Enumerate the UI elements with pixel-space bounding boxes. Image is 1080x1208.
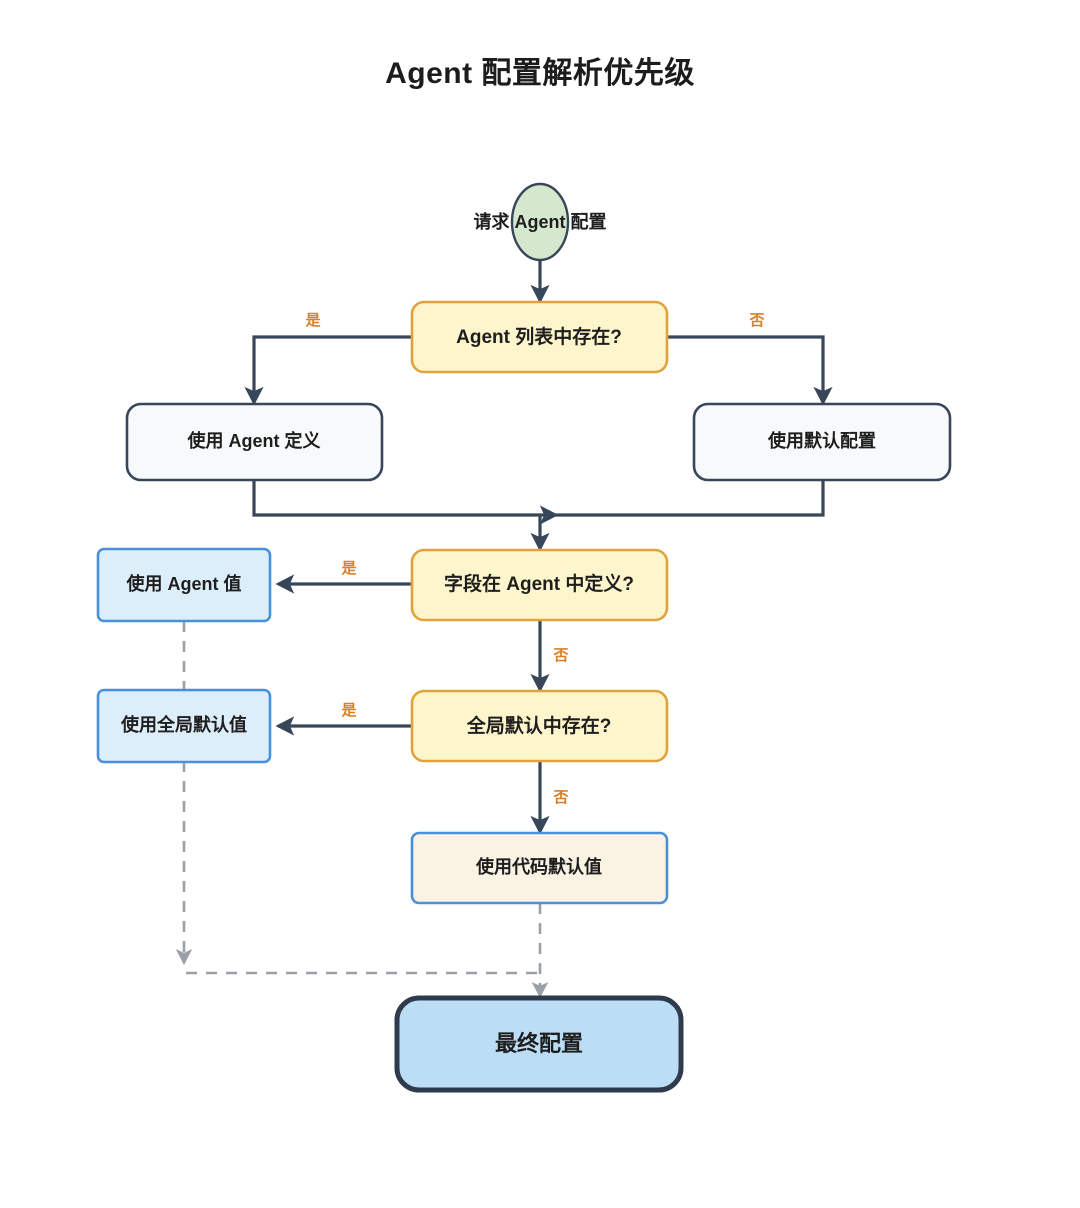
edge-label-layer: 是 否 是 否 是 否: [304, 312, 764, 806]
node-use-default-cfg[interactable]: 使用默认配置: [692, 402, 952, 482]
use-agent-value-shape: [96, 547, 272, 623]
node-decision-global-default-label: 全局默认中存在?: [466, 714, 612, 737]
node-decision-field-in-agent-label: 字段在 Agent 中定义?: [444, 572, 634, 595]
edge-layer: [175, 259, 833, 999]
decision-field-in-agent-shape: [410, 548, 669, 622]
edge-label-no-field-in-agent: 否: [552, 647, 568, 664]
node-use-agent-def[interactable]: 使用 Agent 定义: [125, 402, 384, 482]
node-use-global-default[interactable]: 使用全局默认值: [96, 688, 272, 764]
node-use-agent-value[interactable]: 使用 Agent 值: [96, 547, 272, 623]
final-config-shape: [394, 995, 684, 1093]
edge-label-yes-global-default: 是: [340, 702, 357, 719]
edge-label-yes-agent-list: 是: [304, 312, 321, 329]
decision-global-default-shape: [410, 689, 669, 763]
node-use-agent-def-label: 使用 Agent 定义: [187, 430, 321, 451]
start-ellipse-shape: [510, 182, 570, 262]
node-use-code-default-label: 使用代码默认值: [475, 856, 602, 877]
node-use-default-cfg-label: 使用默认配置: [767, 430, 876, 451]
use-default-cfg-shape: [692, 402, 952, 482]
decision-agent-list-shape: [410, 300, 669, 374]
node-start-label: 请求 Agent 配置: [474, 211, 607, 232]
page-title: Agent 配置解析优先级: [385, 57, 695, 90]
node-final-config-label: 最终配置: [495, 1031, 583, 1056]
edge-label-no-global-default: 否: [552, 789, 568, 806]
node-decision-field-in-agent[interactable]: 字段在 Agent 中定义?: [410, 548, 669, 622]
node-use-code-default[interactable]: 使用代码默认值: [410, 831, 669, 905]
node-decision-global-default[interactable]: 全局默认中存在?: [410, 689, 669, 763]
node-decision-agent-list-label: Agent 列表中存在?: [456, 325, 622, 348]
edge-decision-agent-list-yes: [244, 335, 412, 406]
edge-label-yes-field-in-agent: 是: [340, 560, 357, 577]
use-agent-def-shape: [125, 402, 384, 482]
edge-decision-agent-list-no: [667, 335, 833, 406]
node-use-global-default-label: 使用全局默认值: [120, 714, 247, 735]
edge-use-agent-def-to-merge: [252, 480, 559, 525]
edge-label-no-agent-list: 否: [748, 312, 764, 329]
node-start[interactable]: 请求 Agent 配置: [474, 182, 607, 262]
node-final-config[interactable]: 最终配置: [394, 995, 684, 1093]
edge-use-default-cfg-to-merge: [556, 480, 825, 517]
use-code-default-shape: [410, 831, 669, 905]
node-decision-agent-list[interactable]: Agent 列表中存在?: [410, 300, 669, 374]
use-global-default-shape: [96, 688, 272, 764]
node-use-agent-value-label: 使用 Agent 值: [126, 573, 242, 594]
